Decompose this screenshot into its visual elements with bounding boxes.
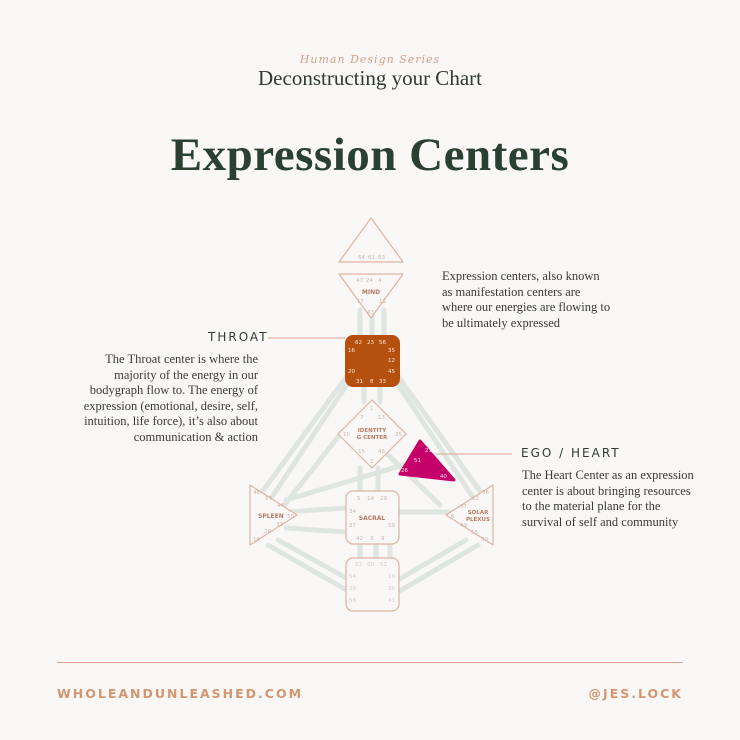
gate-label: 7: [360, 415, 364, 421]
page-title: Expression Centers: [170, 129, 570, 181]
head-center: 64 61 63: [338, 217, 404, 263]
throat-heading: THROAT: [208, 330, 269, 344]
gate-label: 8: [370, 379, 374, 385]
gate-label: 16: [348, 348, 355, 354]
gate-label: 61: [368, 255, 375, 261]
gate-label: 17: [357, 299, 364, 305]
gate-label: 24: [366, 278, 373, 284]
gate-label: 33: [379, 379, 386, 385]
gate-label: 64: [358, 255, 365, 261]
gate-label: 22: [472, 496, 479, 502]
gate-label: 36: [482, 490, 489, 496]
gate-label: 26: [401, 468, 408, 474]
gate-label: 27: [349, 523, 356, 529]
gate-label: 54: [349, 574, 356, 580]
gate-label: 18: [253, 537, 260, 543]
gate-label: 53: [355, 562, 362, 568]
gate-label: 37: [460, 504, 467, 510]
gate-label: 58: [349, 598, 356, 604]
gate-label: 47: [356, 278, 363, 284]
gate-label: 35: [388, 348, 395, 354]
gate-label: 56: [379, 340, 386, 346]
gate-label: 50: [287, 514, 294, 520]
gate-label: 30: [481, 537, 488, 543]
gate-label: 15: [358, 449, 365, 455]
solar-plexus-label-2: PLEXUS: [466, 517, 490, 523]
gate-label: 49: [460, 523, 467, 529]
identity-center: 1 7 13 10 25 15 46 2 IDENTITY G CENTER: [337, 399, 407, 469]
gate-label: 19: [388, 574, 395, 580]
gate-label: 38: [349, 586, 356, 592]
sacral-label: SACRAL: [359, 515, 386, 522]
gate-label: 4: [378, 278, 382, 284]
website-link[interactable]: WHOLEANDUNLEASHED.COM: [57, 686, 304, 701]
gate-label: 21: [425, 448, 432, 454]
gate-label: 13: [378, 415, 385, 421]
gate-label: 23: [367, 340, 374, 346]
heart-heading: EGO / HEART: [521, 446, 621, 460]
gate-label: 45: [388, 369, 395, 375]
gate-label: 14: [367, 496, 374, 502]
bodygraph-channels: [259, 307, 485, 595]
gate-label: 42: [356, 536, 363, 542]
gate-label: 28: [264, 529, 271, 535]
gate-label: 11: [379, 299, 386, 305]
gate-label: 6: [451, 514, 455, 520]
solar-plexus-center: 36 22 37 6 49 55 30 SOLAR PLEXUS: [445, 484, 494, 546]
mind-center: 47 24 4 17 11 43 MIND: [338, 273, 404, 319]
gate-label: 32: [276, 522, 283, 528]
gate-label: 31: [356, 379, 363, 385]
gate-label: 63: [378, 255, 385, 261]
identity-label-2: G CENTER: [357, 435, 388, 441]
gate-label: 41: [388, 598, 395, 604]
gate-label: 39: [388, 586, 395, 592]
subtitle: Deconstructing your Chart: [258, 66, 482, 90]
gate-label: 59: [388, 523, 395, 529]
gate-label: 5: [357, 496, 361, 502]
gate-label: 10: [343, 432, 350, 438]
mind-label: MIND: [362, 289, 380, 296]
heart-description: The Heart Center as an expression center…: [522, 468, 694, 529]
throat-description: The Throat center is where the majority …: [83, 352, 258, 444]
gate-label: 62: [355, 340, 362, 346]
social-handle[interactable]: @JES.LOCK: [588, 686, 683, 701]
gate-label: 52: [380, 562, 387, 568]
series-tagline: Human Design Series: [299, 53, 441, 66]
solar-plexus-label: SOLAR: [468, 510, 489, 516]
gate-label: 34: [349, 509, 356, 515]
footer-divider: [57, 662, 683, 663]
gate-label: 48: [253, 490, 260, 496]
sacral-center: 5 14 29 34 27 59 42 3 9 SACRAL: [345, 490, 400, 545]
heart-center: 21 51 26 40: [398, 439, 456, 482]
gate-label: 2: [370, 459, 374, 465]
gate-label: 43: [367, 310, 374, 316]
gate-label: 1: [370, 406, 374, 412]
gate-label: 20: [348, 369, 355, 375]
spleen-label: SPLEEN: [258, 513, 284, 520]
root-center: 53 60 52 54 19 38 39 58 41: [345, 557, 400, 612]
gate-label: 12: [388, 358, 395, 364]
gate-label: 60: [367, 562, 374, 568]
gate-label: 40: [440, 474, 447, 480]
intro-text: Expression centers, also known as manife…: [442, 269, 611, 330]
gate-label: 55: [471, 530, 478, 536]
gate-label: 29: [380, 496, 387, 502]
throat-center: 62 23 56 16 35 12 20 45 31 8 33: [345, 335, 400, 387]
gate-label: 51: [414, 458, 421, 464]
gate-label: 25: [395, 432, 402, 438]
gate-label: 57: [265, 496, 272, 502]
gate-label: 9: [381, 536, 385, 542]
identity-label: IDENTITY: [358, 428, 388, 434]
gate-label: 3: [370, 536, 374, 542]
gate-label: 46: [378, 449, 385, 455]
gate-label: 44: [277, 503, 284, 509]
spleen-center: 48 57 44 50 32 28 18 SPLEEN: [249, 484, 298, 546]
